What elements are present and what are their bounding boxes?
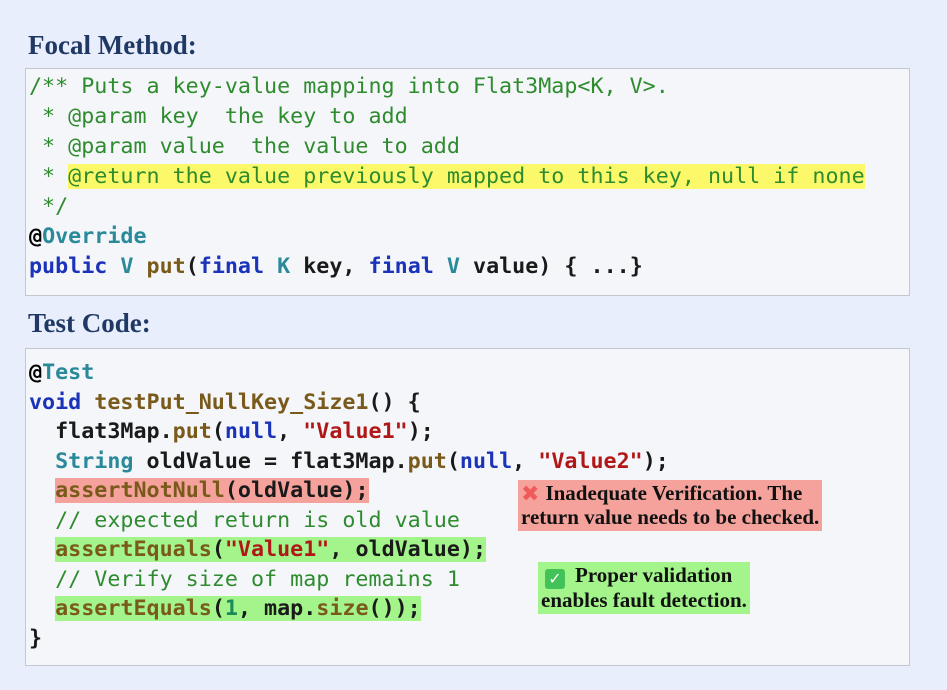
code-token: key, — [290, 254, 369, 279]
code-token: /** Puts a key-value mapping into Flat3M… — [29, 74, 669, 99]
code-token: @ — [29, 224, 43, 249]
code-line: * @return the value previously mapped to… — [29, 162, 865, 192]
code-token: 1 — [224, 596, 238, 621]
callout-line-1: Inadequate Verification. The — [545, 481, 803, 505]
code-token — [29, 419, 55, 444]
code-token: testPut_NullKey_Size1 — [94, 389, 369, 415]
proper-validation-callout: ✓ Proper validation enables fault detecti… — [538, 562, 750, 614]
code-token: Override — [42, 224, 147, 249]
code-token — [29, 537, 55, 562]
code-token: ( — [211, 537, 225, 562]
code-token — [434, 254, 447, 279]
callout-line-2: return value needs to be checked. — [521, 505, 820, 529]
code-token: assertEquals — [55, 537, 212, 562]
code-token: put — [407, 448, 447, 474]
code-token: ( — [185, 254, 199, 279]
code-token: V — [120, 254, 134, 279]
code-token: // expected return is old value — [29, 507, 460, 533]
code-token: ( — [446, 448, 460, 474]
test-code-title: Test Code: — [28, 308, 151, 338]
code-token — [81, 390, 94, 415]
callout-line-1: Proper validation — [575, 563, 733, 587]
code-token: */ — [29, 194, 69, 219]
code-token: * @param key the key to add — [29, 104, 408, 129]
code-token: ( — [211, 419, 225, 444]
code-token: } — [29, 625, 43, 651]
code-token: ( — [211, 596, 225, 621]
code-token: String — [55, 448, 134, 474]
code-token: "Value2" — [538, 448, 643, 474]
code-token — [107, 254, 120, 279]
code-line: // expected return is old value — [29, 506, 460, 536]
code-token: , — [512, 448, 539, 474]
code-line: assertNotNull(oldValue); — [29, 476, 369, 506]
code-token — [133, 254, 146, 279]
code-token: public — [29, 254, 108, 279]
code-line: assertEquals("Value1", oldValue); — [29, 535, 487, 565]
check-icon: ✓ — [545, 569, 565, 589]
code-token: K — [277, 254, 291, 279]
code-token: value) { ...} — [459, 254, 643, 279]
code-token — [29, 449, 55, 474]
code-token: , oldValue); — [329, 537, 487, 562]
code-token: @ — [29, 360, 43, 385]
code-line: @Test — [29, 358, 94, 388]
code-token: "Value1" — [224, 537, 330, 562]
code-token: final — [368, 254, 434, 279]
code-token: ); — [407, 419, 434, 444]
code-line: } — [29, 624, 42, 654]
code-line: public V put(final K key, final V value)… — [29, 252, 643, 282]
code-token: "Value1" — [303, 419, 408, 444]
code-token: , — [277, 419, 304, 444]
callout-line-2: enables fault detection. — [541, 588, 747, 612]
inadequate-verification-callout: ✖Inadequate Verification. The return val… — [518, 480, 823, 531]
focal-method-code-block: /** Puts a key-value mapping into Flat3M… — [25, 68, 910, 296]
code-token: Test — [42, 360, 95, 385]
code-line: /** Puts a key-value mapping into Flat3M… — [29, 72, 669, 102]
code-token: null — [459, 448, 513, 474]
code-token: (oldValue); — [224, 478, 369, 503]
code-line: * @param key the key to add — [29, 102, 408, 132]
code-token: final — [198, 254, 265, 279]
code-line: String oldValue = flat3Map.put(null, "Va… — [29, 447, 669, 477]
code-line: */ — [29, 192, 68, 222]
focal-method-title: Focal Method: — [28, 30, 197, 60]
code-line: void testPut_NullKey_Size1() { — [29, 388, 421, 418]
code-token — [264, 254, 277, 279]
code-token: flat3Map — [55, 419, 160, 444]
code-token: oldValue = flat3Map. — [133, 448, 408, 474]
code-token: size — [316, 596, 369, 621]
code-token — [29, 478, 55, 503]
code-line: assertEquals(1, map.size()); — [29, 594, 421, 624]
code-token: @return the value previously mapped to t… — [68, 164, 865, 189]
code-token: put — [146, 254, 186, 279]
code-token: () { — [368, 389, 421, 415]
code-token: ); — [642, 448, 669, 474]
code-token: assertEquals — [55, 596, 212, 621]
code-token: ()); — [368, 596, 421, 621]
code-token: . — [159, 419, 173, 444]
code-line: @Override — [29, 222, 147, 252]
code-token: void — [29, 389, 82, 415]
code-token: V — [446, 254, 460, 279]
code-token: put — [172, 419, 212, 444]
code-token: // Verify size of map remains 1 — [29, 566, 460, 592]
code-token: null — [224, 419, 278, 444]
code-line: // Verify size of map remains 1 — [29, 565, 460, 595]
cross-icon: ✖ — [521, 482, 540, 507]
code-token — [29, 596, 55, 621]
code-token: assertNotNull — [55, 478, 225, 503]
code-token: * @param value the value to add — [29, 134, 460, 159]
code-line: * @param value the value to add — [29, 132, 460, 162]
code-line: flat3Map.put(null, "Value1"); — [29, 417, 434, 447]
code-token: , map. — [237, 596, 317, 621]
code-token: * — [29, 164, 69, 189]
